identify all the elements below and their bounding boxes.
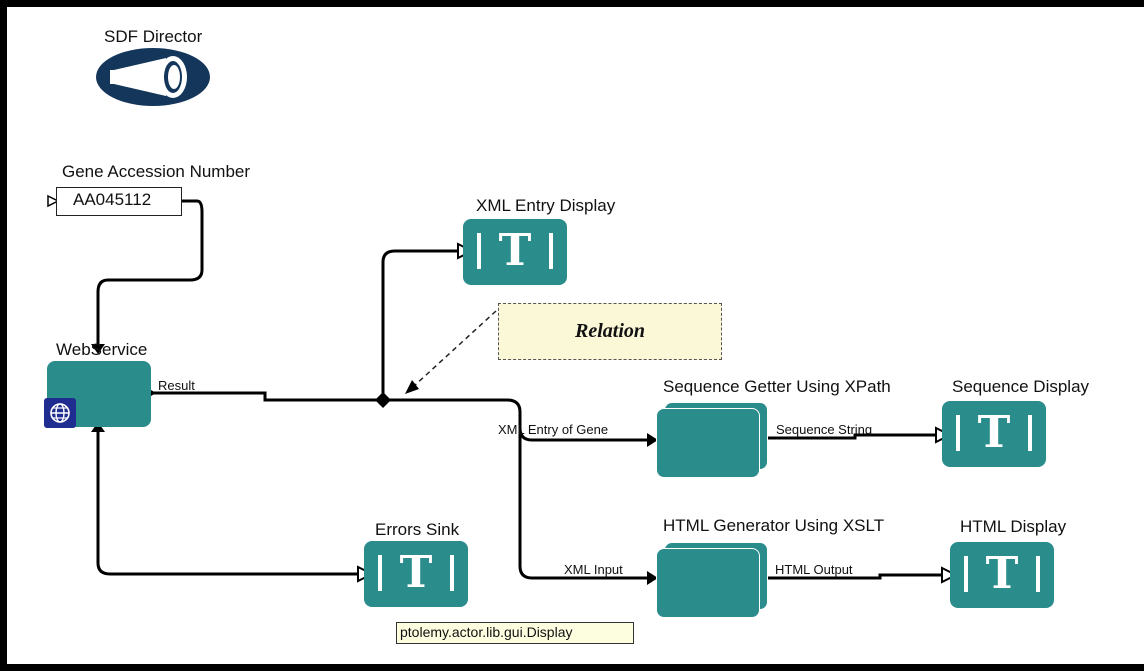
webservice-input-port — [91, 344, 105, 354]
constant-value: AA045112 — [73, 190, 152, 209]
html-display-label: HTML Display — [960, 517, 1067, 536]
director-megaphone-icon[interactable] — [94, 46, 212, 108]
globe-icon — [44, 398, 76, 428]
wire-constant-to-webservice — [96, 199, 204, 352]
text-display-icon: T — [985, 548, 1019, 599]
canvas-border-bottom — [0, 664, 1144, 671]
sequence-display-actor[interactable]: T — [942, 401, 1046, 467]
sequence-getter-input-port — [647, 433, 658, 447]
html-display-input-port — [941, 566, 959, 584]
canvas-border-top — [0, 0, 1144, 7]
xml-entry-display-label: XML Entry Display — [476, 196, 616, 215]
text-display-icon: T — [399, 547, 433, 598]
relation-diamond — [375, 392, 391, 408]
xml-entry-display-actor[interactable]: T — [463, 219, 567, 285]
html-generator-output-label: HTML Output — [775, 562, 853, 577]
constant-actor[interactable] — [56, 187, 182, 216]
webservice-label: WebService — [56, 340, 148, 359]
wire-result-to-relation — [152, 391, 383, 402]
errors-sink-actor[interactable]: T — [364, 541, 468, 607]
director-label: SDF Director — [104, 27, 203, 46]
wire-relation-to-xml-display — [381, 249, 462, 400]
class-tooltip-text: ptolemy.actor.lib.gui.Display — [400, 624, 573, 640]
html-generator-input-label: XML Input — [564, 562, 623, 577]
html-generator-label: HTML Generator Using XSLT — [663, 516, 885, 535]
webservice-result-label: Result — [158, 378, 195, 393]
sequence-display-label: Sequence Display — [952, 377, 1090, 396]
html-generator-actor[interactable] — [656, 548, 760, 618]
html-display-actor[interactable]: T — [950, 542, 1054, 608]
constant-label: Gene Accession Number — [62, 162, 251, 181]
text-display-icon: T — [977, 407, 1011, 458]
text-display-icon: T — [498, 225, 532, 276]
relation-pointer-arrowhead — [405, 380, 419, 394]
relation-annotation-box[interactable] — [498, 303, 722, 360]
wire-sequence-to-display — [764, 433, 940, 440]
sequence-getter-label: Sequence Getter Using XPath — [663, 377, 891, 396]
sequence-getter-output-label: Sequence String — [776, 422, 873, 437]
html-generator-input-port — [647, 571, 658, 585]
relation-annotation-text: Relation — [574, 320, 645, 342]
wire-relation-to-sequence-getter — [383, 398, 652, 442]
errors-sink-label: Errors Sink — [375, 520, 460, 539]
wire-relation-to-html-generator — [518, 430, 652, 580]
sequence-getter-actor[interactable] — [656, 408, 760, 478]
wire-html-to-display — [764, 573, 946, 580]
class-tooltip — [396, 622, 634, 644]
constant-trigger-port — [47, 194, 60, 208]
canvas-border-left — [0, 0, 7, 671]
sequence-getter-input-label: XML Entry of Gene — [498, 422, 609, 437]
webservice-error-port — [91, 422, 105, 432]
wire-webservice-to-errors — [96, 428, 362, 576]
relation-pointer-line — [413, 310, 497, 387]
